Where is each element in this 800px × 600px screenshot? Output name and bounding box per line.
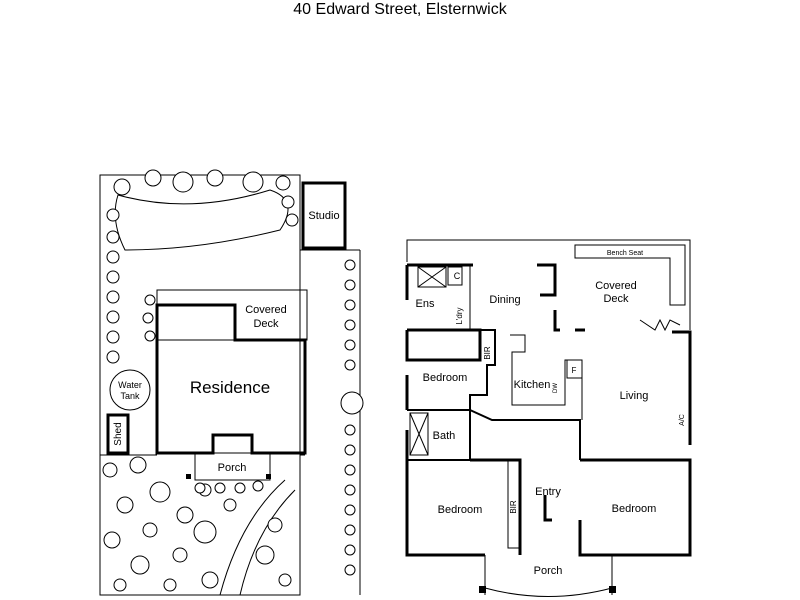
bench-seat-label: Bench Seat bbox=[607, 250, 643, 257]
trees bbox=[102, 169, 364, 592]
shed bbox=[106, 413, 130, 455]
plan-title: 40 Edward Street, Elsternwick bbox=[293, 1, 507, 18]
water-tank-label-2: Tank bbox=[120, 391, 140, 401]
laundry-label: L'dry bbox=[455, 307, 464, 324]
dining-label: Dining bbox=[489, 294, 520, 306]
floor-plan: Bench Seat Covered Deck Dining Ens C L'd… bbox=[405, 239, 692, 597]
bir-label-2: BIR bbox=[509, 500, 518, 514]
site-porch-label: Porch bbox=[218, 462, 247, 474]
site-covered-deck-label-1: Covered bbox=[245, 304, 287, 316]
c-label: C bbox=[454, 271, 461, 281]
living-label: Living bbox=[620, 390, 649, 402]
bir-label-1: BIR bbox=[483, 346, 492, 360]
site-porch bbox=[194, 452, 271, 481]
site-covered-deck-label-2: Deck bbox=[253, 318, 279, 330]
ens-label: Ens bbox=[416, 298, 435, 310]
studio bbox=[301, 181, 347, 250]
bedroom-label-1: Bedroom bbox=[423, 372, 468, 384]
bench-seat bbox=[574, 244, 686, 306]
covered-deck-label-2: Deck bbox=[603, 293, 629, 305]
kitchen-label: Kitchen bbox=[514, 379, 551, 391]
porch-label: Porch bbox=[534, 565, 563, 577]
entry-label: Entry bbox=[535, 486, 561, 498]
bedroom-label-2: Bedroom bbox=[438, 504, 483, 516]
front-path bbox=[219, 479, 286, 596]
garden-path bbox=[114, 189, 289, 251]
fridge-label: F bbox=[572, 366, 577, 375]
residence-label: Residence bbox=[190, 378, 270, 397]
deck-outline bbox=[406, 239, 691, 330]
studio-label: Studio bbox=[308, 210, 339, 222]
covered-deck-label-1: Covered bbox=[595, 280, 637, 292]
water-tank bbox=[109, 369, 151, 411]
bath-label: Bath bbox=[433, 430, 456, 442]
fridge bbox=[566, 359, 583, 379]
ac-label: A/C bbox=[679, 414, 686, 426]
stairs-arrow-icon bbox=[639, 318, 681, 332]
shed-label: Shed bbox=[113, 422, 124, 445]
water-tank-label-1: Water bbox=[118, 380, 142, 390]
site-plan: Studio Covered Deck Residence Porch Wate… bbox=[99, 169, 364, 596]
dishwasher-label: DW bbox=[553, 383, 559, 393]
bedroom-label-3: Bedroom bbox=[612, 503, 657, 515]
